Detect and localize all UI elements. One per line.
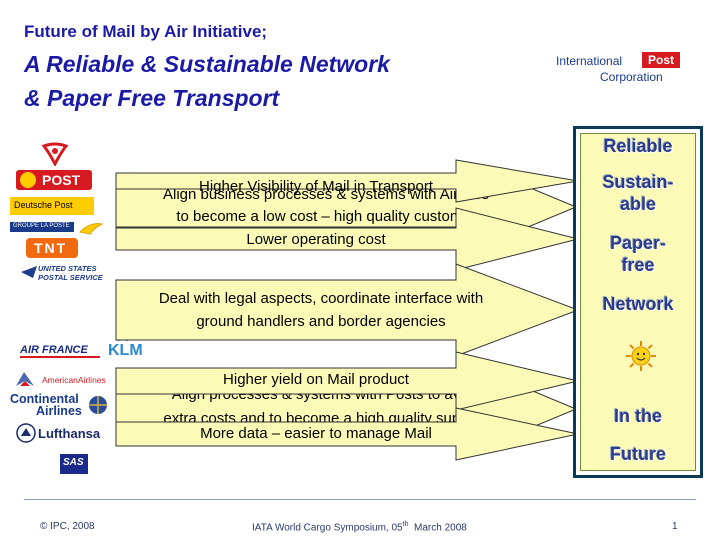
air-france-logo: AIR FRANCE — [20, 344, 104, 358]
deutsche-post-text: Deutsche Post — [14, 200, 73, 210]
footer-event: IATA World Cargo Symposium, 05th March 2… — [252, 521, 467, 533]
american-airlines-text: AmericanAirlines — [42, 375, 106, 385]
usps-text-1: UNITED STATES — [38, 264, 97, 273]
arrow-legal-aspects: Deal with legal aspects, coordinate inte… — [115, 263, 580, 357]
post-logo-text: POST — [42, 172, 81, 188]
ipc-logo-text-post: Post — [642, 52, 680, 68]
panel-word-sustainable-1: Sustain- — [602, 172, 674, 192]
postal-logos: POST Deutsche Post GROUPE LA POSTE TNT U… — [10, 140, 106, 290]
american-airlines-eagle-icon — [16, 372, 34, 386]
continental-text-1: Continental — [10, 392, 79, 406]
la-poste-bird-icon — [78, 223, 104, 235]
footer-event-date: March 2008 — [408, 522, 467, 534]
ipc-logo: International Post Corporation — [556, 52, 696, 86]
sas-text: SAS — [63, 457, 84, 468]
panel-word-future: Future — [610, 444, 666, 464]
lufthansa-text: Lufthansa — [38, 426, 101, 441]
arrow-legal-aspects-line-1: Deal with legal aspects, coordinate inte… — [158, 290, 484, 307]
usps-eagle-icon — [21, 266, 37, 278]
title-line-3: & Paper Free Transport — [24, 85, 280, 111]
arrow-more-data: More data – easier to manage Mail — [115, 407, 579, 461]
continental-text-2: Airlines — [36, 404, 82, 418]
arrow-lower-cost: Lower operating cost — [115, 207, 579, 271]
deutsche-post-logo: Deutsche Post — [10, 197, 94, 215]
arrow-higher-visibility: Higher Visibility of Mail in Transport — [115, 159, 579, 203]
arrow-higher-yield: Higher yield on Mail product — [115, 351, 579, 411]
arrow-legal-aspects-line-2: ground handlers and border agencies — [196, 313, 446, 330]
american-airlines-logo: AmericanAirlines — [42, 375, 112, 387]
groupe-la-poste-text: GROUPE LA POSTE — [13, 223, 70, 229]
groupe-la-poste-logo: GROUPE LA POSTE — [10, 222, 74, 232]
arrow-align-airlines-line-2: to become a low cost – high quality cust… — [176, 208, 476, 225]
lufthansa-crane-icon — [16, 423, 36, 443]
footer-event-sup: th — [402, 521, 409, 528]
footer-page-number: 1 — [672, 521, 678, 532]
usps-text-2: POSTAL SERVICE — [38, 273, 103, 282]
footer-event-text: IATA World Cargo Symposium, 05 — [252, 522, 403, 534]
arrow-align-airlines-line-1: Align business processes & systems with … — [163, 186, 489, 203]
sas-logo: SAS — [60, 454, 88, 474]
footer-divider — [24, 499, 696, 500]
panel-word-reliable: Reliable — [603, 136, 673, 156]
outcomes-panel: Reliable Sustain- able Paper- free Netwo… — [573, 126, 703, 478]
arrow-higher-yield-text: Higher yield on Mail product — [223, 371, 409, 388]
la-poste-horn-icon — [41, 142, 69, 166]
panel-word-paper-1: Paper- — [609, 233, 667, 253]
ipc-logo-text-international: International — [556, 54, 623, 68]
arrow-more-data-text: More data – easier to manage Mail — [200, 425, 432, 442]
continental-globe-icon — [89, 396, 107, 414]
sun-icon — [626, 341, 656, 371]
panel-word-paper-2: free — [621, 255, 655, 275]
tnt-logo-text: TNT — [34, 240, 68, 256]
klm-text: KLM — [108, 342, 143, 359]
title-line-2: A Reliable & Sustainable Network — [24, 51, 390, 77]
panel-word-in-the: In the — [614, 406, 662, 426]
footer-copyright: © IPC, 2008 — [40, 521, 95, 532]
usps-logo: UNITED STATES POSTAL SERVICE — [38, 264, 108, 284]
panel-word-network: Network — [602, 294, 674, 314]
tnt-logo: TNT — [26, 238, 78, 258]
arrow-lower-cost-text: Lower operating cost — [246, 231, 386, 248]
continental-airlines-logo: Continental Airlines — [10, 392, 110, 418]
ipc-logo-text-corporation: Corporation — [600, 70, 663, 84]
lufthansa-logo: Lufthansa — [38, 426, 108, 442]
air-france-text: AIR FRANCE — [20, 344, 88, 356]
panel-word-sustainable-2: able — [619, 194, 657, 214]
arrow-higher-visibility-text: Higher Visibility of Mail in Transport — [199, 178, 433, 195]
post-logo: POST — [16, 170, 92, 190]
title-line-1: Future of Mail by Air Initiative; — [24, 22, 268, 41]
